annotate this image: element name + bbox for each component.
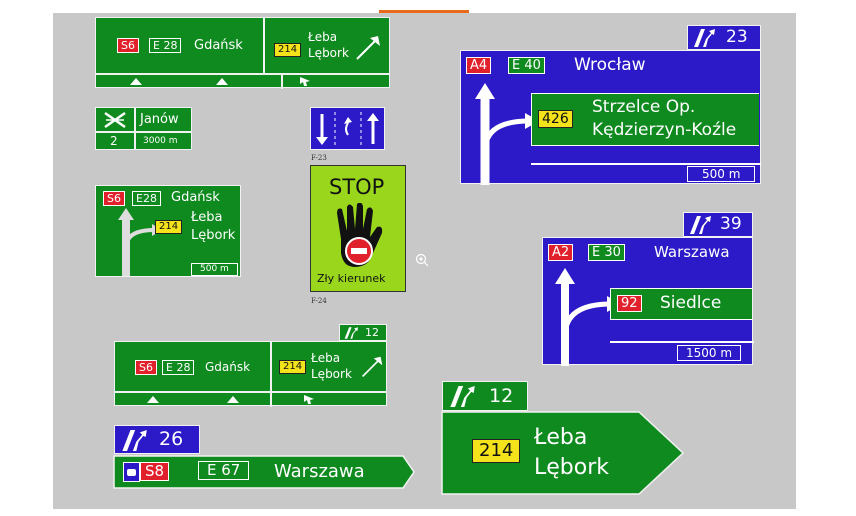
route-badge-a2: A2: [548, 244, 574, 261]
exit-number: 39: [720, 214, 742, 234]
lane-arrow-icon: [130, 78, 142, 85]
route-badge-e28: E 28: [149, 38, 182, 53]
sign-stop-wrong-way: STOP Zły kierunek: [310, 165, 406, 292]
route-badge-e40: E 40: [508, 57, 545, 74]
exit-arrow-icon: [300, 77, 310, 86]
exit-number-plate: 12: [442, 381, 528, 411]
destination-text: Gdańsk: [194, 38, 243, 53]
destination-text: Janów: [140, 112, 179, 127]
sign-code-caption: F-24: [311, 297, 327, 305]
car-icon: [123, 462, 140, 482]
exit-destination-panel: 92 Siedlce: [610, 288, 752, 320]
diagonal-arrow-icon: [361, 356, 383, 378]
destination-text: Warszawa: [654, 243, 730, 261]
route-badge-e28: E28: [132, 191, 161, 206]
distance-text: 3000 m: [143, 136, 178, 146]
zoom-in-icon[interactable]: [415, 253, 429, 267]
destination-text: Łeba: [191, 210, 223, 225]
exit-symbol-icon: [344, 327, 358, 339]
exit-number: 2: [110, 134, 118, 148]
hand-icon: [337, 203, 383, 267]
sign-gdansk-advance: S6 E28 Gdańsk 214 Łeba Lębork 500 m: [95, 185, 241, 277]
route-badge-a4: A4: [466, 57, 492, 74]
lane-arrows-icon: [316, 112, 379, 146]
route-badge-214: 214: [279, 360, 307, 374]
destination-text: Lębork: [191, 228, 236, 243]
destination-text: Gdańsk: [171, 190, 220, 205]
distance-plate: 1500 m: [677, 345, 742, 361]
route-badge-214: 214: [472, 439, 521, 463]
sign-lanes-f23: [310, 107, 385, 150]
destination-text: Lębork: [311, 367, 352, 381]
destination-text: Gdańsk: [205, 360, 251, 374]
distance-plate: 500 m: [687, 166, 756, 182]
route-badge-214: 214: [274, 43, 302, 57]
sign-code-caption: F-23: [311, 154, 327, 162]
exit-number: 12: [489, 385, 514, 407]
route-badge-214: 214: [155, 220, 183, 234]
destination-text: Lębork: [308, 46, 349, 60]
lane-arrow-icon: [147, 396, 159, 403]
route-badge-s8: S8: [140, 462, 170, 481]
destination-text: Kędzierzyn-Koźle: [592, 120, 737, 140]
route-arrow-icon: [555, 268, 621, 366]
route-badge-e28: E 28: [162, 360, 195, 375]
exit-number-plate: 26: [114, 425, 200, 454]
exit-number-plate: 23: [687, 25, 761, 50]
exit-number-plate: 39: [683, 212, 753, 237]
destination-text: Strzelce Op.: [592, 97, 696, 117]
sign-gdansk-leba-overhead-exit: S6 E 28 Gdańsk 214 Łeba Lębork: [114, 341, 387, 407]
exit-symbol-icon: [694, 29, 715, 47]
sign-wroclaw-advance: A4 E 40 Wrocław 426 Strzelce Op. Kędzier…: [460, 50, 761, 185]
destination-text: Wrocław: [574, 55, 646, 75]
exit-symbol-icon: [122, 430, 147, 451]
lane-arrow-icon: [216, 78, 228, 85]
destination-text: Łeba: [308, 30, 338, 44]
stop-text: STOP: [329, 175, 385, 199]
diagonal-arrow-icon: [356, 36, 380, 60]
exit-number: 12: [365, 326, 379, 339]
wrong-way-text: Zły kierunek: [317, 272, 386, 285]
exit-symbol-icon: [690, 216, 711, 234]
route-badge-92: 92: [617, 295, 642, 312]
distance-plate: 500 m: [191, 263, 238, 276]
exit-symbol-icon: [450, 386, 475, 407]
exit-number: 23: [726, 27, 748, 47]
exit-number: 26: [159, 428, 184, 450]
sign-warszawa-direction: [113, 455, 415, 489]
exit-destination-panel: 426 Strzelce Op. Kędzierzyn-Koźle: [531, 93, 759, 146]
route-arrow-icon: [118, 208, 162, 276]
sign-janow-junction: 2 Janów 3000 m: [95, 107, 192, 150]
route-badge-e30: E 30: [588, 244, 625, 261]
active-tab-indicator: [379, 10, 469, 14]
image-canvas[interactable]: S6 E 28 Gdańsk 214 Łeba Lębork 2 Janów 3…: [53, 13, 796, 509]
lane-arrow-icon: [227, 396, 239, 403]
exit-arrow-icon: [304, 395, 314, 404]
destination-text: Warszawa: [274, 461, 365, 482]
route-badge-e67: E 67: [198, 461, 250, 480]
exit-number-plate: 12: [339, 324, 387, 341]
route-badge-s6: S6: [103, 191, 125, 206]
destination-text: Lębork: [534, 455, 610, 480]
sign-warszawa-siedlce-advance: A2 E 30 Warszawa 92 Siedlce 1500 m: [542, 237, 754, 366]
route-badge-s6: S6: [117, 38, 139, 53]
destination-text: Łeba: [534, 425, 588, 450]
route-badge-426: 426: [538, 110, 573, 128]
sign-leba-direction: [441, 411, 685, 495]
destination-text: Siedlce: [660, 293, 722, 313]
destination-text: Łeba: [311, 351, 341, 365]
junction-icon: [104, 111, 126, 129]
route-badge-s6: S6: [135, 360, 157, 375]
sign-gdansk-leba-overhead: S6 E 28 Gdańsk 214 Łeba Lębork: [95, 17, 390, 89]
